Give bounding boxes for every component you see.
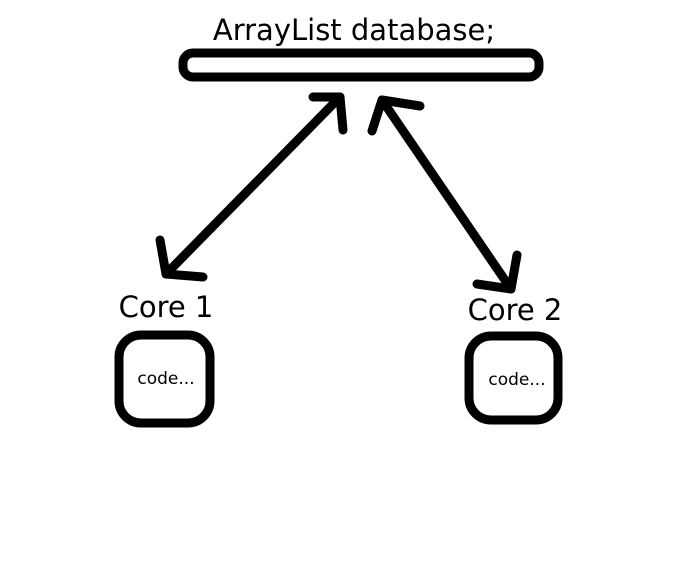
arrow-database-core-1 xyxy=(155,92,348,282)
core-1-label: Core 1 xyxy=(119,290,214,324)
core-1-box xyxy=(114,330,215,428)
database-label: ArrayList database; xyxy=(213,13,495,47)
core-2-code: code... xyxy=(488,370,545,390)
core-2-box xyxy=(464,331,563,425)
core-1-code: code... xyxy=(137,369,194,389)
arrowhead-core-2 xyxy=(472,250,522,294)
core-2-label: Core 2 xyxy=(468,293,563,327)
core-1: Core 1 code... xyxy=(114,290,215,428)
database-bar xyxy=(178,48,544,82)
arrow-database-core-2 xyxy=(367,95,522,294)
arrowhead-database-left xyxy=(308,92,348,135)
core-2: Core 2 code... xyxy=(464,293,563,425)
arrowhead-database-right xyxy=(367,95,425,136)
arrowhead-core-1 xyxy=(155,235,208,282)
